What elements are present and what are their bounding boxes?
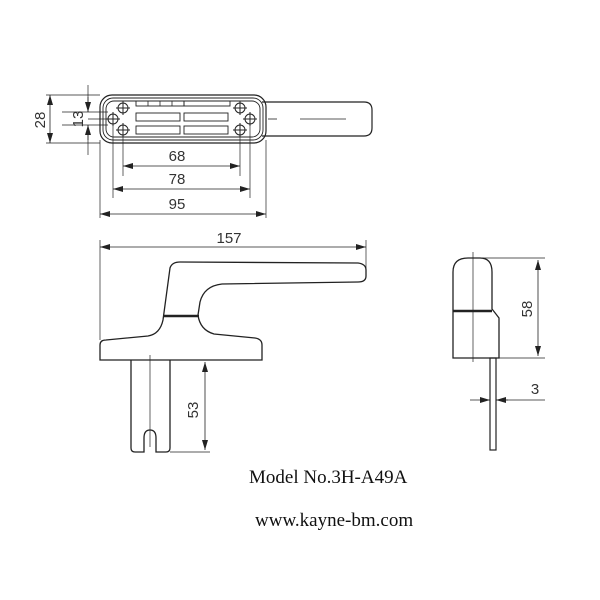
side-view-handle	[99, 261, 367, 361]
dim-spindle-thickness: 3	[531, 381, 539, 398]
dim-end-height: 58	[519, 301, 536, 318]
dim-hole-spacing-inner: 68	[169, 148, 186, 165]
dim-inner-width: 13	[70, 111, 87, 128]
side-view-spindle	[130, 360, 171, 453]
end-view-handle	[452, 257, 500, 359]
dim-total-length: 157	[216, 230, 241, 247]
website-url: www.kayne-bm.com	[255, 510, 414, 531]
dim-overall-width: 28	[32, 112, 49, 129]
side-view	[99, 240, 367, 453]
model-number: Model No.3H-A49A	[249, 467, 408, 488]
top-view-lever	[262, 101, 373, 137]
top-view	[46, 85, 373, 218]
top-view-base	[99, 94, 267, 144]
end-view-spindle	[489, 357, 497, 451]
end-view	[452, 252, 545, 451]
dim-base-length: 95	[169, 196, 186, 213]
dim-hole-spacing-outer: 78	[169, 171, 186, 188]
dim-spindle-length: 53	[185, 402, 202, 419]
